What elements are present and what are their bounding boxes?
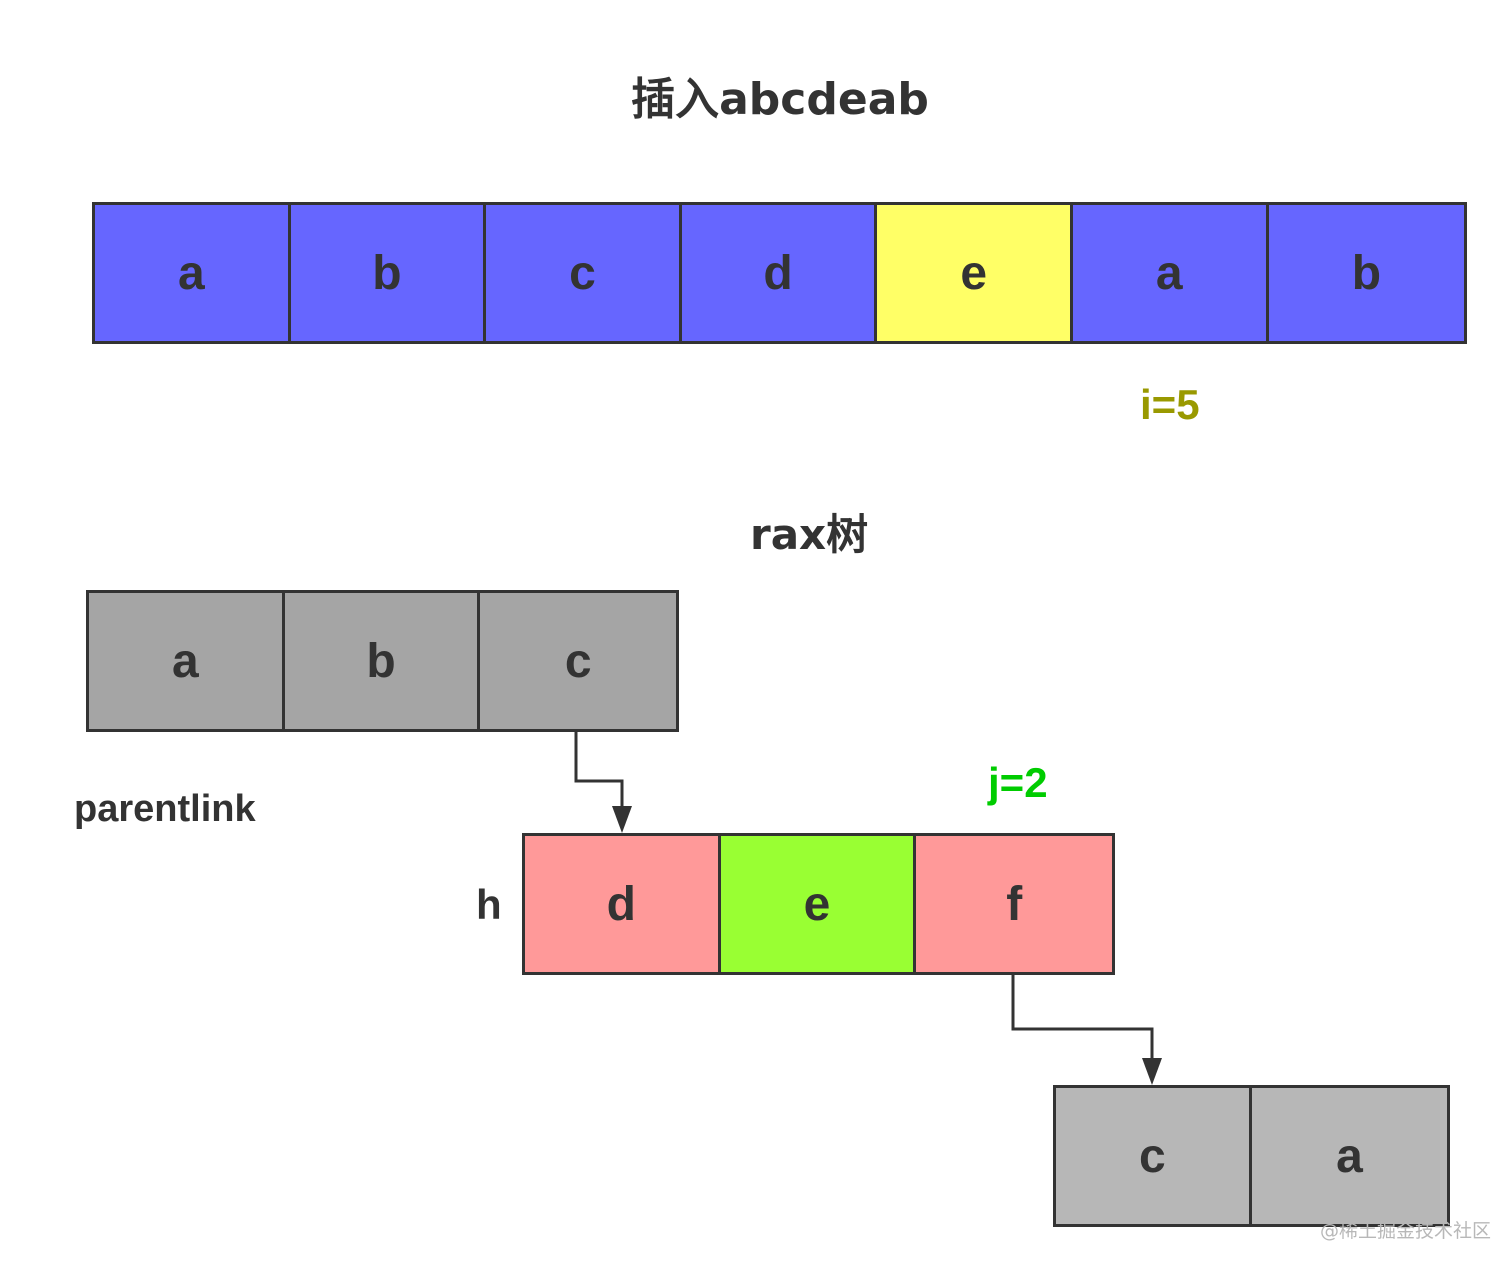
arrowhead-ca bbox=[1142, 1058, 1162, 1085]
node-def-cell: d bbox=[525, 836, 721, 972]
insert-cell: a bbox=[1072, 205, 1269, 341]
node-def-cell-highlighted: e bbox=[720, 836, 917, 972]
insert-index-label: i=5 bbox=[1140, 381, 1200, 428]
node-abc-cell: c bbox=[480, 593, 677, 729]
node-abc-cell: a bbox=[89, 593, 285, 729]
insert-cell: b bbox=[1268, 205, 1465, 341]
rax-node-ca: c a bbox=[1053, 1085, 1451, 1227]
insert-cell-highlighted: e bbox=[877, 205, 1073, 341]
insert-cell: d bbox=[681, 205, 878, 341]
watermark: @稀土掘金技术社区 bbox=[1320, 1220, 1492, 1242]
node-index-label: j=2 bbox=[988, 759, 1048, 806]
node-def-cell: f bbox=[916, 836, 1113, 972]
parentlink-label: parentlink bbox=[74, 788, 256, 830]
insert-cell: b bbox=[290, 205, 487, 341]
rax-tree-title: rax树 bbox=[750, 510, 869, 559]
insert-cell: c bbox=[486, 205, 682, 341]
arrow-def-to-ca bbox=[1011, 972, 1154, 1060]
insert-string-row: a b c d e a b bbox=[92, 202, 1468, 344]
node-ca-cell: a bbox=[1251, 1088, 1448, 1224]
arrowhead-def bbox=[612, 806, 632, 833]
node-ca-cell: c bbox=[1056, 1088, 1252, 1224]
diagram-title: 插入abcdeab bbox=[631, 74, 929, 125]
insert-cell: a bbox=[95, 205, 291, 341]
rax-node-def: d e f bbox=[522, 833, 1116, 975]
rax-node-abc: a b c bbox=[86, 590, 680, 732]
arrow-abc-to-def bbox=[574, 729, 624, 808]
node-abc-cell: b bbox=[284, 593, 481, 729]
node-h-label: h bbox=[476, 881, 502, 928]
